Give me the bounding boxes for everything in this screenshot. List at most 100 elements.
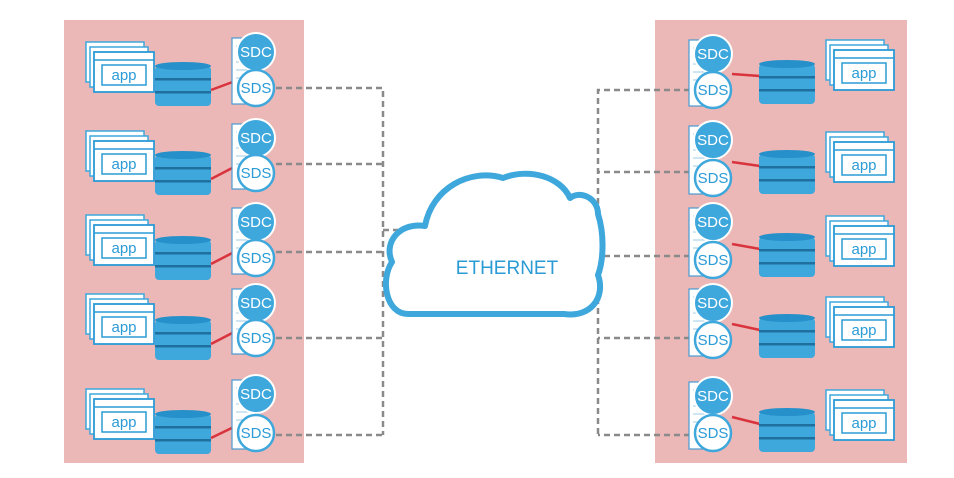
sds-label: SDS (241, 250, 272, 267)
sdc-label: SDC (240, 130, 272, 147)
app-label: app (111, 319, 136, 336)
disk-band (155, 91, 211, 94)
sds-circle (236, 318, 276, 358)
disk-body (759, 318, 815, 358)
left-node-row: app SDC SDS (85, 283, 276, 360)
app-label-box (101, 64, 147, 86)
disk-band (759, 89, 815, 92)
right-node-row: SDC SDS app (688, 34, 895, 110)
sdc-label: SDC (697, 46, 729, 63)
disk-top (155, 410, 211, 418)
server-nodes: appSDCSDSappSDCSDSappSDCSDSappSDCSDSappS… (85, 32, 895, 454)
disk-band (759, 166, 815, 169)
disk-body (155, 66, 211, 106)
right-node-row: SDC SDS app (688, 202, 895, 280)
right-node-row: SDC SDS app (688, 120, 895, 198)
sdc-label: SDC (697, 214, 729, 231)
disk-band (759, 330, 815, 333)
app-label-box (841, 319, 887, 341)
ethernet-cloud: ETHERNET (382, 170, 606, 318)
disk-band (759, 262, 815, 265)
right-network-trunk (596, 88, 690, 437)
sds-circle (693, 413, 733, 453)
app-label: app (851, 157, 876, 174)
sdc-label: SDC (697, 132, 729, 149)
app-label: app (111, 156, 136, 173)
sds-circle (693, 320, 733, 360)
sds-circle (693, 70, 733, 110)
disk-body (155, 414, 211, 454)
sdc-label: SDC (697, 388, 729, 405)
disk-top (759, 408, 815, 416)
app-label: app (851, 415, 876, 432)
sds-label: SDS (241, 425, 272, 442)
sdc-label: SDC (697, 295, 729, 312)
app-label-box (841, 412, 887, 434)
disk-band (155, 265, 211, 268)
disk-band (155, 78, 211, 81)
cloud-icon (382, 170, 606, 318)
disk-body (759, 412, 815, 452)
disk-band (155, 439, 211, 442)
disk-body (759, 64, 815, 104)
app-label: app (111, 414, 136, 431)
sds-label: SDS (698, 170, 729, 187)
sdc-label: SDC (240, 44, 272, 61)
disk-band (759, 343, 815, 346)
left-node-row: app SDC SDS (85, 118, 276, 195)
sds-circle (693, 158, 733, 198)
disk-top (155, 62, 211, 70)
app-label-box (101, 316, 147, 338)
sds-disk-link (731, 242, 761, 251)
sdc-label: SDC (240, 295, 272, 312)
app-label-box (101, 411, 147, 433)
disk-body (759, 154, 815, 194)
sds-disk-link (731, 160, 761, 168)
disk-band (759, 437, 815, 440)
right-node-row: SDC SDS app (688, 283, 895, 360)
disk-top (759, 60, 815, 68)
app-label-box (841, 154, 887, 176)
left-node-row: app SDC SDS (85, 32, 276, 108)
disk-top (155, 151, 211, 159)
sds-label: SDS (698, 82, 729, 99)
disk-top (155, 236, 211, 244)
sds-label: SDS (241, 165, 272, 182)
sds-circle (693, 240, 733, 280)
app-label: app (851, 241, 876, 258)
app-label-box (101, 237, 147, 259)
network-connections (276, 86, 690, 437)
app-label: app (111, 240, 136, 257)
app-label: app (111, 67, 136, 84)
disk-band (759, 179, 815, 182)
left-node-row: app SDC SDS (85, 374, 276, 454)
sds-circle (236, 238, 276, 278)
left-network-trunk (276, 86, 600, 437)
sds-disk-link (731, 322, 761, 332)
disk-band (759, 249, 815, 252)
sdc-label: SDC (240, 386, 272, 403)
sds-disk-link (731, 72, 761, 78)
disk-band (155, 345, 211, 348)
sds-label: SDS (698, 252, 729, 269)
right-node-row: SDC SDS app (688, 376, 895, 453)
sds-disk-link (731, 415, 761, 426)
app-label-box (841, 62, 887, 84)
sds-circle (236, 413, 276, 453)
sds-label: SDS (241, 80, 272, 97)
disk-body (759, 237, 815, 277)
disk-body (155, 320, 211, 360)
sds-label: SDS (698, 425, 729, 442)
disk-top (759, 314, 815, 322)
disk-band (759, 76, 815, 79)
app-label: app (851, 65, 876, 82)
disk-band (155, 252, 211, 255)
app-label-box (841, 238, 887, 260)
sds-label: SDS (241, 330, 272, 347)
sdc-circle (236, 374, 276, 414)
disk-top (759, 150, 815, 158)
sds-label: SDS (698, 332, 729, 349)
app-label: app (851, 322, 876, 339)
